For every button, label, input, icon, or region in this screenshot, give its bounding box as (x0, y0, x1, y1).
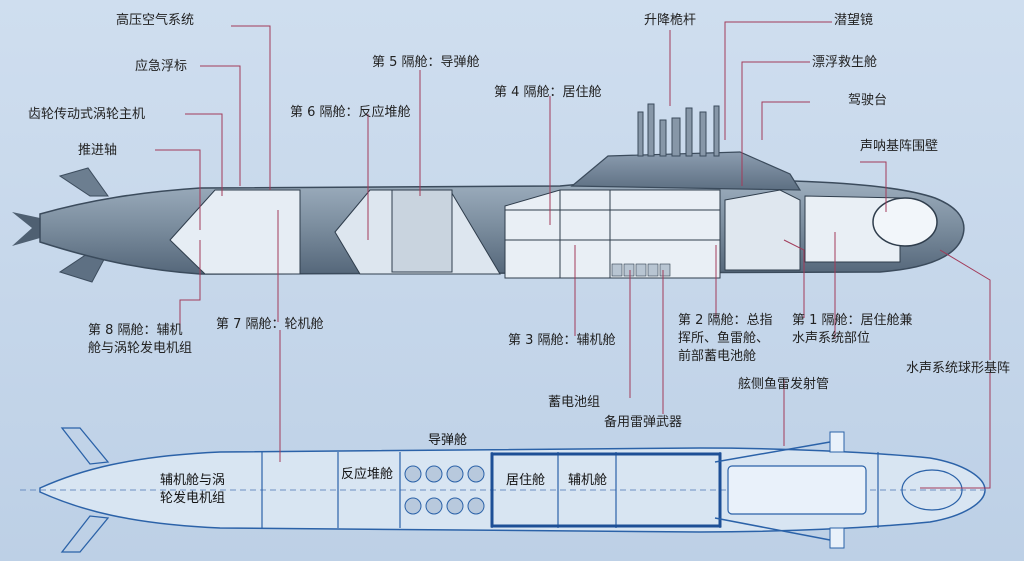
plan-label-aux: 辅机舱 (568, 473, 608, 488)
plan-sonar-sphere (901, 469, 963, 511)
plan-label-aux-turbo: 辅机舱与涡 轮发电机组 (160, 473, 226, 506)
label-hp-air: 高压空气系统 (116, 13, 195, 28)
label-c6: 第 6 隔舱：反应堆舱 (290, 105, 411, 120)
plan-label-missile: 导弹舱 (428, 433, 468, 448)
label-c8: 第 8 隔舱：辅机 舱与涡轮发电机组 (88, 323, 193, 356)
label-sonar-wall: 声呐基阵围壁 (860, 139, 939, 154)
label-spare: 备用雷弹武器 (604, 415, 683, 430)
side-view (12, 103, 965, 283)
torpedo-room (727, 465, 867, 515)
label-turbine: 齿轮传动式涡轮主机 (28, 107, 146, 122)
label-c7: 第 7 隔舱：轮机舱 (216, 317, 324, 332)
missile-room (391, 189, 453, 273)
living-room (504, 189, 721, 279)
battery-cells (611, 263, 671, 277)
label-buoy: 应急浮标 (135, 59, 188, 74)
label-bridge: 驾驶台 (848, 93, 888, 108)
label-c4: 第 4 隔舱：居住舱 (494, 85, 602, 100)
sail (570, 151, 802, 191)
plan-rescue-top (829, 431, 845, 453)
label-tubes: 舷侧鱼雷发射管 (738, 377, 830, 392)
decks (505, 190, 720, 278)
label-shaft: 推进轴 (78, 143, 118, 158)
label-c2: 第 2 隔舱：总指 挥所、鱼雷舱、 前部蓄电池舱 (678, 313, 773, 364)
plan-label-living: 居住舱 (506, 473, 546, 488)
label-c3: 第 3 隔舱：辅机舱 (508, 333, 616, 348)
engine-room (169, 189, 301, 275)
control-room (724, 189, 801, 271)
plan-fin-top (60, 427, 110, 465)
label-sphere: 水声系统球形基阵 (906, 361, 1011, 376)
cutaway (169, 189, 901, 279)
plan-label-reactor: 反应堆舱 (341, 467, 394, 482)
missile-silos (404, 465, 485, 515)
plan-fin-bottom (60, 515, 110, 553)
upper-rudder (58, 167, 109, 197)
plan-rescue-bottom (829, 527, 845, 549)
plan-view (20, 427, 986, 553)
label-rescue: 漂浮救生舱 (812, 55, 878, 70)
label-periscope: 潜望镜 (834, 13, 874, 28)
leader-lines (155, 21, 991, 489)
label-battery: 蓄电池组 (548, 395, 601, 410)
sonar-sphere (872, 197, 938, 247)
propeller (12, 212, 40, 246)
masts (637, 103, 720, 157)
label-c1: 第 1 隔舱：居住舱兼 水声系统部位 (792, 313, 913, 346)
label-mast: 升降桅杆 (644, 13, 697, 28)
torpedo-tubes (714, 441, 831, 541)
pressure-hull-outline (490, 452, 722, 528)
label-c5: 第 5 隔舱：导弹舱 (372, 55, 480, 70)
